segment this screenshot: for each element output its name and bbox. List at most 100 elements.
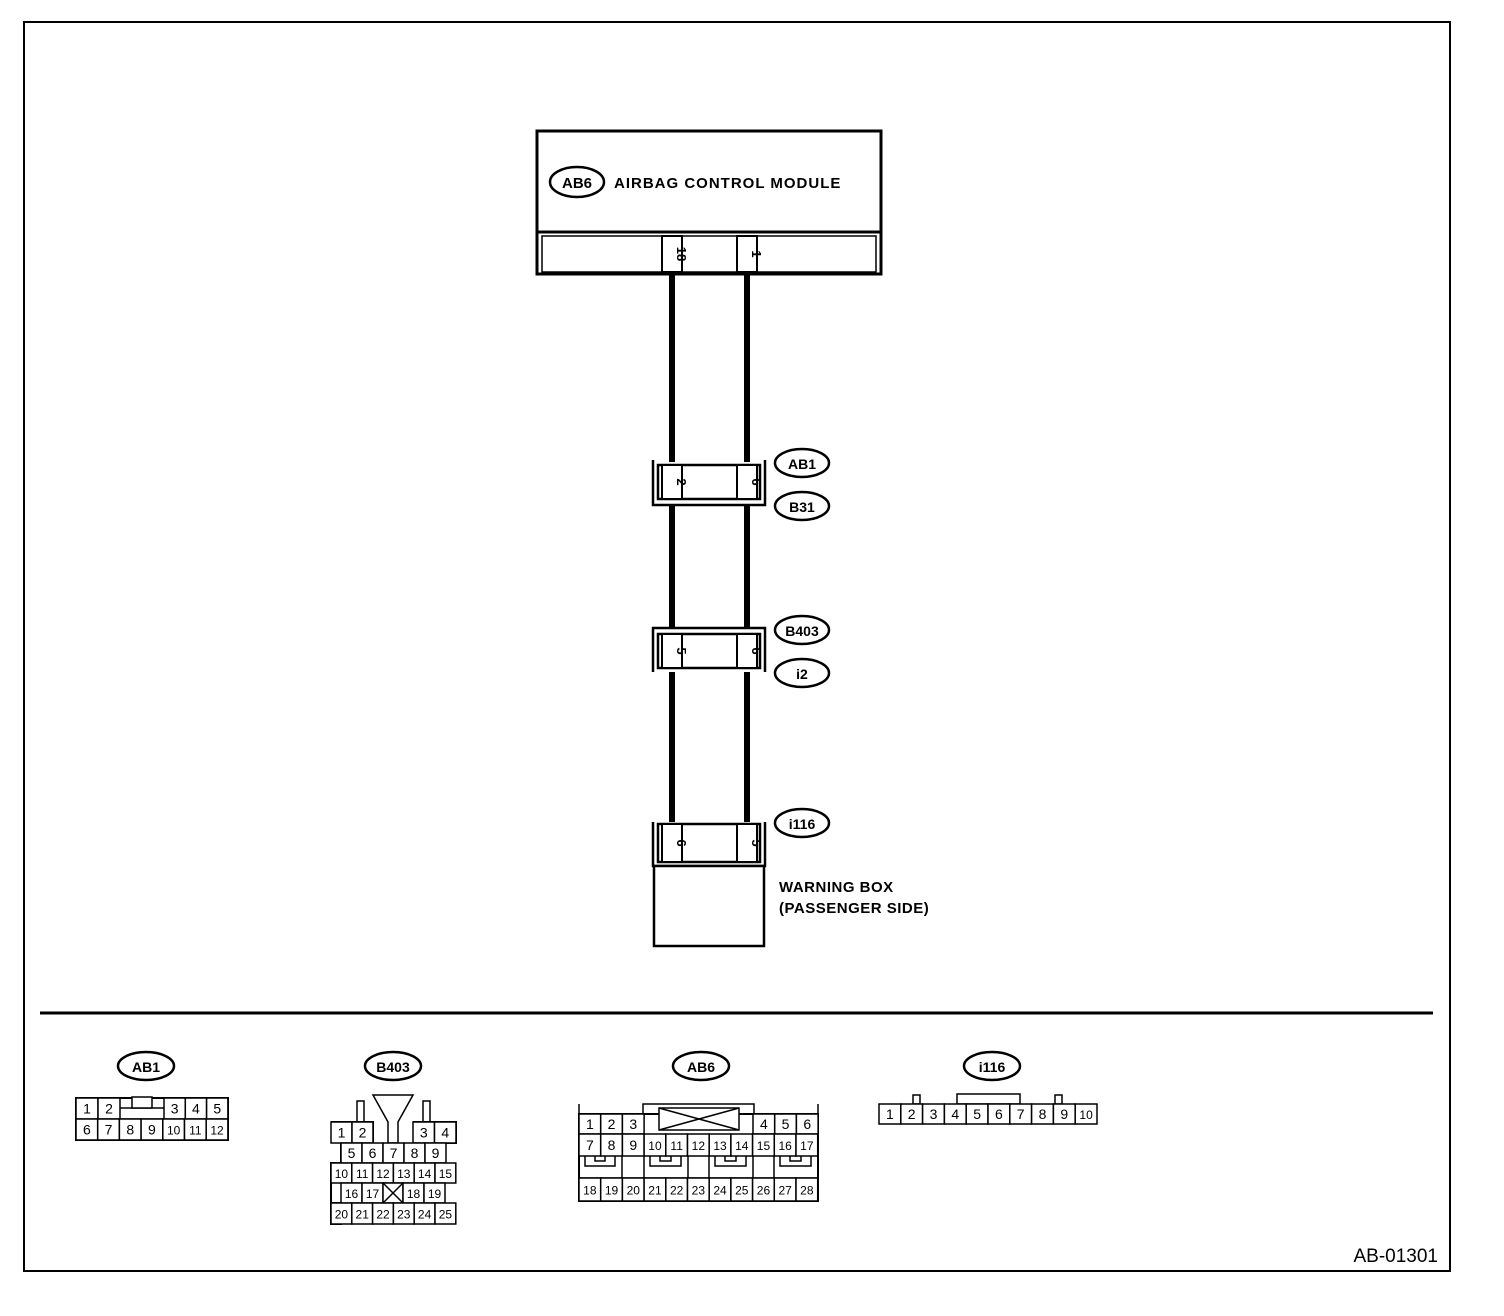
airbag-control-module: AB6 AIRBAG CONTROL MODULE 18 1: [535, 129, 883, 276]
module-tag-oval: [548, 165, 606, 199]
pin-number: 4: [192, 1101, 200, 1117]
pin-number: 7: [105, 1122, 113, 1138]
pin-number: 9: [1060, 1106, 1068, 1122]
i116-tag: i116: [789, 816, 816, 832]
pin-number: 11: [189, 1124, 202, 1138]
pin-number: 4: [760, 1116, 768, 1132]
pin-number: 13: [713, 1139, 727, 1153]
pin-number: 3: [171, 1101, 179, 1117]
pin-number: 5: [782, 1116, 790, 1132]
i116-pin-5: 5: [749, 839, 764, 846]
pin-number: 8: [411, 1145, 419, 1161]
pin-number: 1: [886, 1106, 894, 1122]
pin-number: 6: [83, 1122, 91, 1138]
pin-number: 10: [1079, 1108, 1093, 1122]
pin-number: 4: [441, 1125, 449, 1141]
pin-number: 10: [648, 1139, 662, 1153]
pin-cell: [795, 1177, 819, 1202]
module-pin-1: 1: [749, 250, 764, 257]
pin-number: 5: [973, 1106, 981, 1122]
pin-number: 3: [420, 1125, 428, 1141]
pin-number: 14: [418, 1167, 432, 1181]
pin-number: 19: [428, 1187, 442, 1201]
pin-number: 2: [608, 1116, 616, 1132]
pin-number: 17: [366, 1187, 380, 1201]
pin-cell: [205, 1118, 229, 1141]
pin-number: 14: [735, 1139, 749, 1153]
pin-number: 1: [586, 1116, 594, 1132]
pin-number: 2: [105, 1101, 113, 1117]
module-pin-18: 18: [674, 247, 689, 261]
pin-number: 7: [1017, 1106, 1025, 1122]
pin-number: 22: [376, 1208, 390, 1222]
pin-number: 25: [439, 1208, 453, 1222]
pin-number: 23: [397, 1208, 411, 1222]
warning-box-side: (PASSENGER SIDE): [779, 900, 929, 917]
pin-number: 12: [376, 1167, 390, 1181]
pin-number: 3: [930, 1106, 938, 1122]
i2-tag: i2: [796, 666, 808, 682]
pin-number: 6: [995, 1106, 1003, 1122]
pin-number: 10: [167, 1124, 181, 1138]
face-i116-tag: i116: [979, 1059, 1006, 1075]
pin-number: 15: [439, 1167, 453, 1181]
face-ab6-tag: AB6: [687, 1059, 715, 1075]
b31-tag: B31: [789, 499, 815, 515]
module-connector-strip: [535, 230, 883, 276]
pin-number: 11: [356, 1167, 369, 1181]
pin-number: 7: [586, 1137, 594, 1153]
pin-number: 21: [648, 1184, 662, 1198]
pin-number: 1: [83, 1101, 91, 1117]
b403-pin-6: 6: [749, 647, 764, 654]
pin-number: 20: [627, 1184, 641, 1198]
i116-pin-6: 6: [674, 839, 689, 846]
harness-wires: [669, 274, 750, 822]
pin-number: 19: [605, 1184, 619, 1198]
pin-number: 3: [629, 1116, 637, 1132]
pin-number: 27: [778, 1184, 792, 1198]
pin-number: 9: [629, 1137, 637, 1153]
pin-number: 6: [803, 1116, 811, 1132]
pin-number: 21: [356, 1208, 370, 1222]
pin-cell: [434, 1202, 457, 1225]
pin-number: 16: [778, 1139, 792, 1153]
pin-number: 10: [335, 1167, 349, 1181]
module-tag: AB6: [562, 175, 592, 192]
pin-number: 12: [210, 1124, 224, 1138]
ab1-tag: AB1: [788, 456, 816, 472]
connector-ab1-b31: 2 6 AB1 B31: [651, 447, 831, 522]
warning-box-label: WARNING BOX: [779, 879, 894, 896]
connector-i116: 6 5 i116: [651, 807, 831, 868]
pin-number: 5: [213, 1101, 221, 1117]
pin-number: 4: [951, 1106, 959, 1122]
pin-number: 28: [800, 1184, 814, 1198]
pin-number: 18: [407, 1187, 421, 1201]
pin-cell: [795, 1133, 819, 1157]
pin-number: 15: [757, 1139, 771, 1153]
pin-number: 7: [390, 1145, 398, 1161]
pin-number: 25: [735, 1184, 749, 1198]
pin-number: 24: [713, 1184, 727, 1198]
pin-number: 8: [1039, 1106, 1047, 1122]
warning-box: WARNING BOX (PASSENGER SIDE): [652, 864, 929, 948]
ab1-pin-2: 2: [674, 478, 689, 485]
